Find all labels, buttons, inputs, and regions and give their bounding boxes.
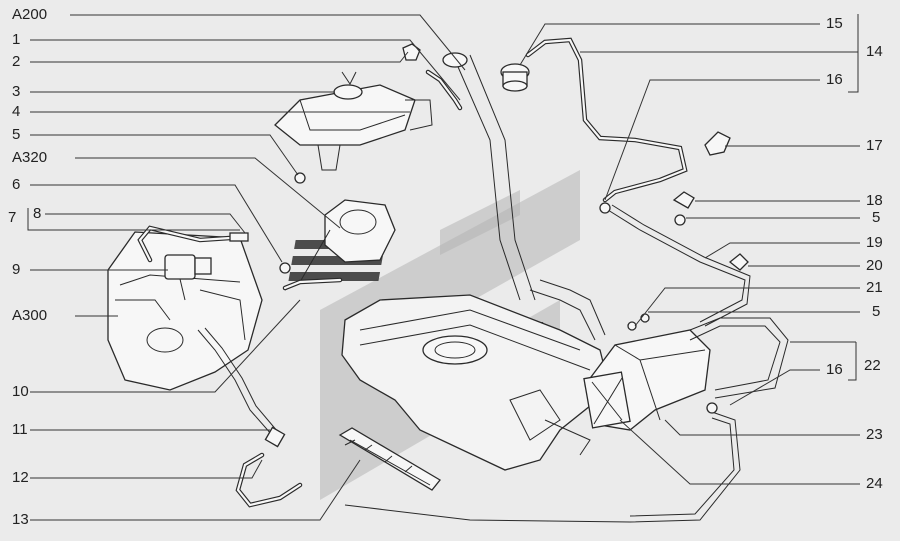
rollover-valve [500, 63, 530, 92]
label-2: 2 [12, 53, 21, 70]
label-12: 12 [12, 469, 29, 486]
label-17: 17 [866, 137, 883, 154]
label-24: 24 [866, 475, 883, 492]
watermark-logo [320, 170, 580, 500]
label-11: 11 [12, 421, 28, 438]
label-A300: A300 [12, 307, 48, 324]
purge-line [197, 327, 303, 508]
label-3: 3 [12, 83, 21, 100]
fuel-pump-module [282, 199, 396, 291]
label-5-right-a: 5 [872, 209, 881, 226]
label-14: 14 [866, 43, 883, 60]
label-20: 20 [866, 257, 883, 274]
filler-pipe [442, 52, 536, 301]
label-21: 21 [866, 279, 883, 296]
label-16-bottom: 16 [826, 361, 843, 378]
label-4: 4 [12, 103, 21, 120]
clips [279, 43, 749, 414]
purge-solenoid [137, 225, 249, 301]
label-6: 6 [12, 176, 21, 193]
label-16-top: 16 [826, 71, 843, 88]
leader-lines-right [519, 14, 860, 485]
label-1: 1 [12, 31, 21, 48]
label-A200: A200 [12, 6, 48, 23]
label-19: 19 [866, 234, 883, 251]
label-18: 18 [866, 192, 883, 209]
label-10: 10 [12, 383, 29, 400]
carbon-canister [344, 317, 789, 523]
label-8: 8 [33, 205, 42, 222]
vent-hoses [425, 37, 751, 341]
label-15: 15 [826, 15, 843, 32]
label-5-right-b: 5 [872, 303, 881, 320]
fuel-tank [341, 294, 611, 471]
label-9: 9 [12, 261, 21, 278]
heat-shield [338, 427, 441, 491]
expansion-reservoir [274, 71, 433, 171]
label-13: 13 [12, 511, 29, 528]
label-7: 7 [8, 209, 17, 226]
label-23: 23 [866, 426, 883, 443]
label-22: 22 [864, 357, 881, 374]
leader-lines-left [27, 14, 466, 521]
label-A320: A320 [12, 149, 48, 166]
label-5-left: 5 [12, 126, 21, 143]
